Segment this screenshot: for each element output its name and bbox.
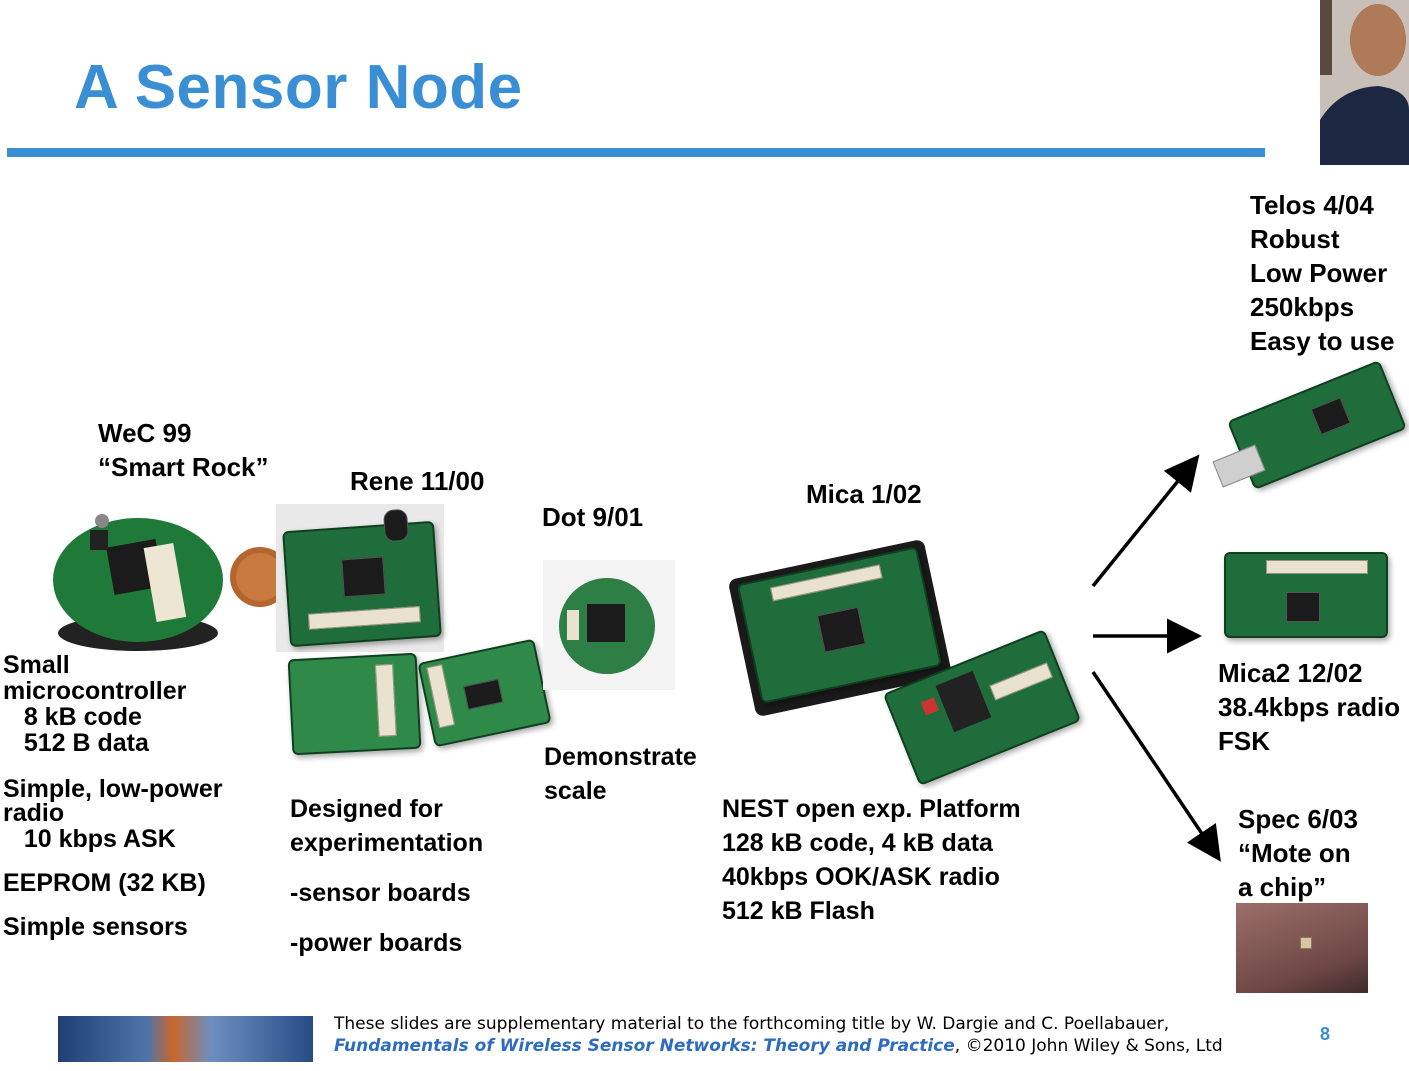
wec-label-line2: “Smart Rock” (98, 452, 269, 482)
footer-banner-image (58, 1016, 313, 1062)
spec-line: Spec 6/03 (1238, 804, 1358, 834)
rene-desc-line: -sensor boards (290, 879, 471, 907)
mica-desc-line: 512 kB Flash (722, 897, 875, 925)
rene-image (276, 504, 444, 652)
wec-description: Small microcontroller 8 kB code 512 B da… (3, 652, 222, 940)
dot-image (543, 560, 675, 690)
wec-desc-line: radio (3, 799, 65, 827)
rene-desc-line: -power boards (290, 929, 463, 957)
mica2-line: 38.4kbps radio (1218, 692, 1401, 722)
presenter-webcam (1320, 0, 1409, 165)
rene-label: Rene 11/00 (350, 466, 485, 496)
mica-desc-line: NEST open exp. Platform (722, 795, 1021, 823)
spec-line: a chip” (1238, 872, 1327, 902)
spec-label: Spec 6/03 “Mote on a chip” (1238, 802, 1358, 904)
telos-line: Robust (1250, 224, 1340, 254)
wec-desc-line: Simple sensors (3, 913, 188, 941)
rene-boards-image (285, 638, 552, 756)
wec-desc-line: Small (3, 651, 70, 679)
wec-label: WeC 99 “Smart Rock” (98, 416, 269, 484)
mica-description: NEST open exp. Platform 128 kB code, 4 k… (722, 792, 1021, 928)
telos-line: Low Power (1250, 258, 1388, 288)
telos-line: Telos 4/04 (1250, 190, 1374, 220)
rene-desc-line: Designed for (290, 795, 443, 823)
spec-image (1236, 903, 1368, 993)
footer-line2: Fundamentals of Wireless Sensor Networks… (334, 1036, 1223, 1057)
rene-description: Designed for experimentation -sensor boa… (290, 792, 483, 960)
arrow-up-right-icon (1091, 454, 1200, 588)
mica2-label: Mica2 12/02 38.4kbps radio FSK (1218, 656, 1409, 758)
mica-label: Mica 1/02 (806, 479, 922, 509)
mica-desc-line: 128 kB code, 4 kB data (722, 829, 993, 857)
mica-image (727, 528, 1082, 786)
mica2-line: FSK (1218, 726, 1270, 756)
footer-line1: These slides are supplementary material … (334, 1014, 1170, 1034)
wec-desc-line: EEPROM (32 KB) (3, 869, 206, 897)
footer-copyright: , ©2010 John Wiley & Sons, Ltd (954, 1036, 1223, 1056)
dot-desc-line: Demonstrate (544, 743, 697, 771)
slide-title: A Sensor Node (74, 53, 523, 122)
wec-desc-line: 8 kB code (3, 703, 142, 731)
spec-line: “Mote on (1238, 838, 1351, 868)
dot-label: Dot 9/01 (542, 502, 644, 532)
telos-image (1210, 359, 1407, 491)
dot-description: Demonstrate scale (544, 740, 697, 808)
mica-desc-line: 40kbps OOK/ASK radio (722, 863, 1000, 891)
wec-label-line1: WeC 99 (98, 418, 192, 448)
rene-desc-line: experimentation (290, 829, 484, 857)
evolution-arrows (1091, 454, 1221, 862)
dot-desc-line: scale (544, 777, 607, 805)
telos-label: Telos 4/04 Robust Low Power 250kbps Easy… (1250, 188, 1395, 358)
wec-desc-line: Simple, low-power (3, 775, 223, 803)
footer-book-title: Fundamentals of Wireless Sensor Networks… (334, 1036, 955, 1056)
mica2-line: Mica2 12/02 (1218, 658, 1363, 688)
telos-line: Easy to use (1250, 326, 1395, 356)
arrow-down-right-icon (1091, 671, 1221, 862)
wec-desc-line: 512 B data (3, 729, 149, 757)
wec-desc-line: microcontroller (3, 677, 187, 705)
wec-desc-line: 10 kbps ASK (3, 825, 176, 853)
mica2-image (1222, 548, 1390, 640)
wec-image (50, 505, 290, 655)
page-number: 8 (1320, 1024, 1331, 1044)
title-underline (7, 148, 1265, 157)
telos-line: 250kbps (1250, 292, 1355, 322)
